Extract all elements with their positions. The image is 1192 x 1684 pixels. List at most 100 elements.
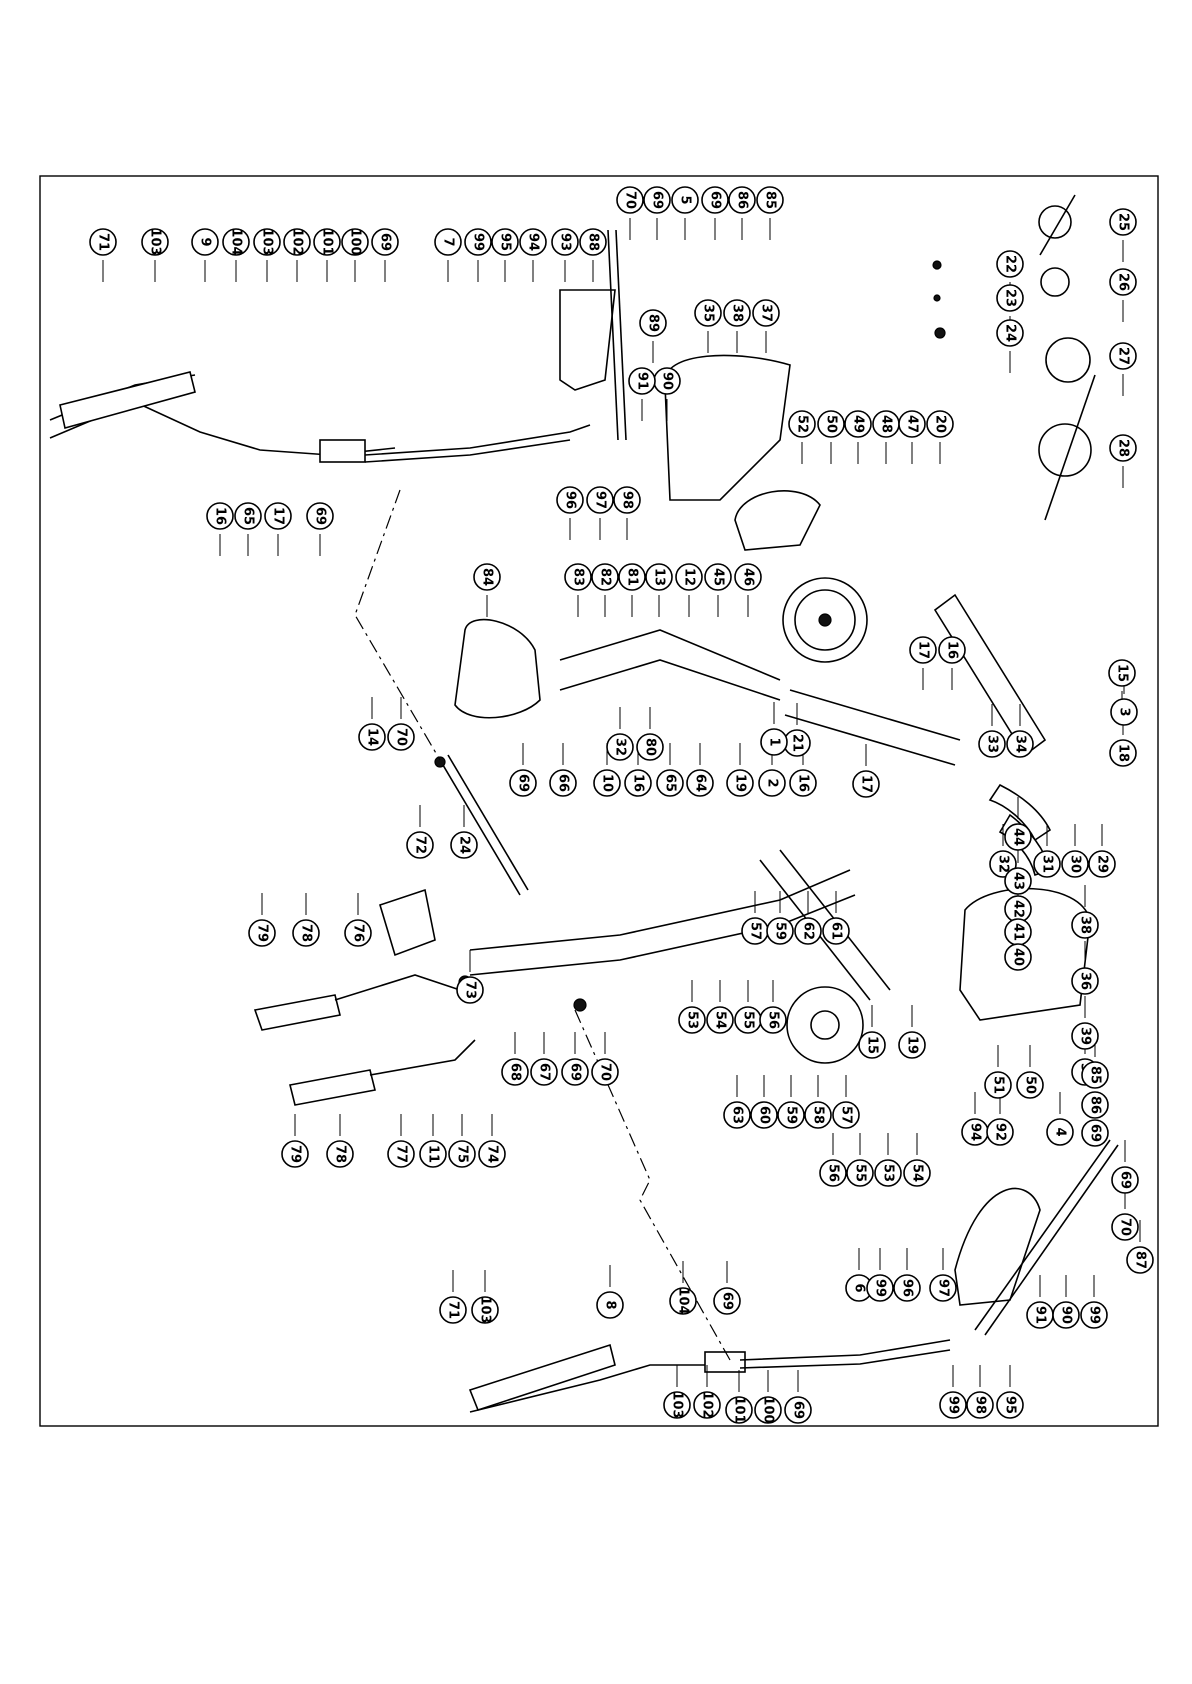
callout-circle: [191, 228, 219, 256]
callout-circle: [996, 250, 1024, 278]
part-callout-90: 90: [653, 367, 681, 395]
part-callout-40: 40: [1004, 943, 1032, 971]
callout-circle: [1109, 739, 1137, 767]
callout-circle: [1004, 867, 1032, 895]
part-callout-97: 97: [586, 486, 614, 514]
callout-number: 52: [795, 415, 810, 433]
part-callout-81: 81: [618, 563, 646, 591]
callout-circle: [478, 1140, 506, 1168]
part-callout-16: 16: [624, 769, 652, 797]
callout-number: 80: [643, 738, 658, 756]
callout-number: 101: [320, 228, 335, 255]
callout-circle: [1006, 730, 1034, 758]
callout-number: 94: [526, 233, 541, 251]
callout-circle: [804, 1101, 832, 1129]
part-callout-8: 8: [596, 1291, 624, 1319]
callout-circle: [788, 410, 816, 438]
part-callout-59: 59: [777, 1101, 805, 1129]
part-callout-50: 50: [1016, 1071, 1044, 1099]
callout-circle: [986, 1118, 1014, 1146]
part-callout-59: 59: [766, 917, 794, 945]
callout-circle: [846, 1159, 874, 1187]
callout-number: 90: [1059, 1306, 1074, 1324]
callout-number: 103: [478, 1296, 493, 1323]
part-callout-43: 43: [1004, 867, 1032, 895]
part-callout-17: 17: [264, 502, 292, 530]
callout-circle: [596, 1291, 624, 1319]
part-callout-51: 51: [984, 1071, 1012, 1099]
callout-number: 36: [1078, 972, 1093, 990]
callout-number: 69: [791, 1401, 806, 1419]
part-callout-7: 7: [434, 228, 462, 256]
callout-number: 101: [732, 1396, 747, 1423]
callout-circle: [1016, 1071, 1044, 1099]
callout-number: 69: [1118, 1171, 1133, 1189]
callout-number: 17: [859, 775, 874, 793]
callout-number: 59: [784, 1106, 799, 1124]
callout-number: 60: [757, 1106, 772, 1124]
part-callout-69: 69: [371, 228, 399, 256]
callout-circle: [723, 299, 751, 327]
part-callout-100: 100: [341, 228, 369, 256]
callout-number: 22: [1003, 255, 1018, 273]
callout-circle: [1046, 1118, 1074, 1146]
callout-circle: [448, 1140, 476, 1168]
callout-circle: [1004, 943, 1032, 971]
callout-number: 16: [796, 774, 811, 792]
part-callout-16: 16: [938, 636, 966, 664]
callout-number: 16: [631, 774, 646, 792]
callout-circle: [141, 228, 169, 256]
part-callout-62: 62: [794, 917, 822, 945]
callout-number: 39: [1078, 1027, 1093, 1045]
part-callout-102: 102: [283, 228, 311, 256]
callout-number: 73: [463, 981, 478, 999]
callout-circle: [358, 723, 386, 751]
callout-circle: [754, 1396, 782, 1424]
callout-circle: [789, 769, 817, 797]
callout-circle: [1052, 1301, 1080, 1329]
part-callout-24: 24: [450, 831, 478, 859]
callout-circle: [706, 1006, 734, 1034]
callout-number: 103: [148, 228, 163, 255]
callout-number: 85: [763, 191, 778, 209]
callout-circle: [996, 319, 1024, 347]
callout-circle: [628, 367, 656, 395]
callout-circle: [561, 1058, 589, 1086]
callout-circle: [464, 228, 492, 256]
part-callout-99: 99: [1080, 1301, 1108, 1329]
callout-circle: [656, 769, 684, 797]
callout-circle: [519, 228, 547, 256]
callout-number: 69: [1088, 1124, 1103, 1142]
part-callout-84: 84: [473, 563, 501, 591]
part-callout-94: 94: [961, 1118, 989, 1146]
callout-number: 21: [790, 734, 805, 752]
callout-number: 99: [471, 233, 486, 251]
callout-circle: [643, 186, 671, 214]
part-callout-48: 48: [872, 410, 900, 438]
callout-number: 69: [378, 233, 393, 251]
part-callout-45: 45: [704, 563, 732, 591]
callout-circle: [509, 769, 537, 797]
callout-number: 54: [713, 1011, 728, 1029]
callout-number: 99: [946, 1396, 961, 1414]
part-callout-102: 102: [693, 1391, 721, 1419]
part-callout-33: 33: [978, 730, 1006, 758]
callout-number: 94: [968, 1123, 983, 1141]
callout-circle: [819, 1159, 847, 1187]
part-callout-50: 50: [817, 410, 845, 438]
callout-circle: [556, 486, 584, 514]
callout-number: 91: [1033, 1306, 1048, 1324]
callout-number: 23: [1003, 289, 1018, 307]
part-callout-82: 82: [591, 563, 619, 591]
callout-circle: [618, 563, 646, 591]
part-callout-72: 72: [406, 831, 434, 859]
part-callout-69: 69: [509, 769, 537, 797]
part-callout-65: 65: [234, 502, 262, 530]
part-callout-70: 70: [387, 723, 415, 751]
callout-number: 11: [426, 1145, 441, 1163]
callout-number: 104: [676, 1287, 691, 1314]
callout-circle: [694, 299, 722, 327]
callout-number: 47: [905, 415, 920, 433]
part-callout-90: 90: [1052, 1301, 1080, 1329]
callout-number: 50: [824, 415, 839, 433]
